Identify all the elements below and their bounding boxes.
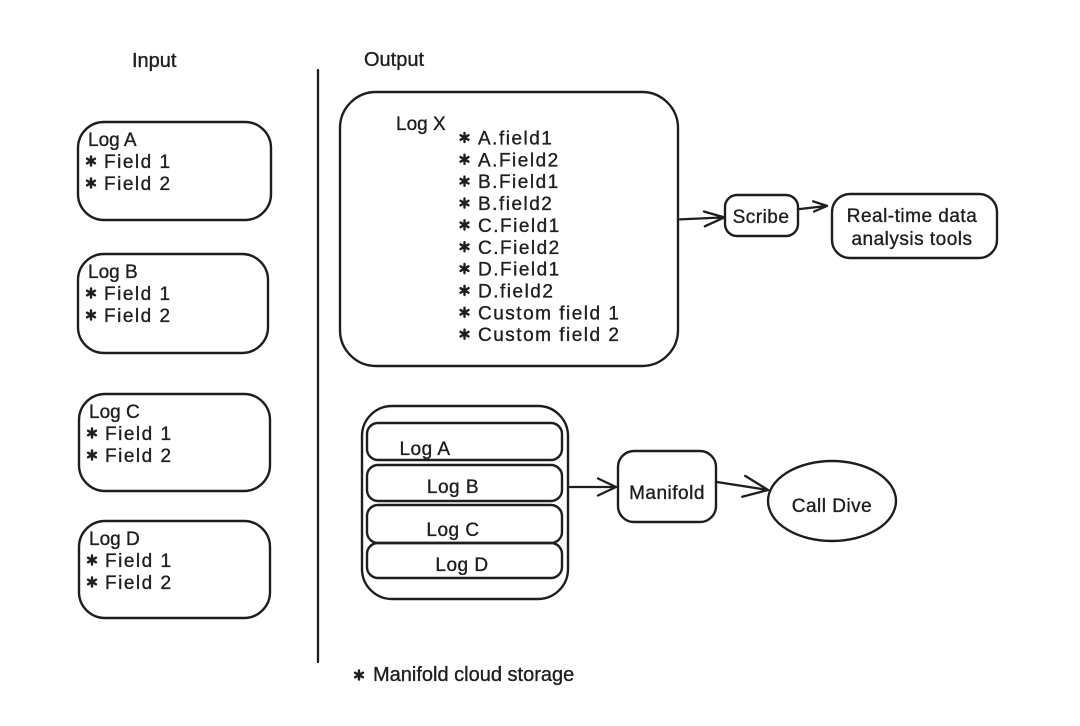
svg-text:Call Dive: Call Dive — [792, 496, 873, 517]
svg-text:D.field2: D.field2 — [478, 282, 554, 303]
svg-text:Real-time data: Real-time data — [847, 206, 978, 227]
svg-text:Log A: Log A — [88, 130, 137, 151]
svg-text:A.field1: A.field1 — [478, 129, 553, 150]
svg-text:Log B: Log B — [427, 477, 479, 498]
svg-text:B.Field1: B.Field1 — [478, 172, 560, 193]
svg-text:Field 2: Field 2 — [105, 446, 173, 467]
svg-text:Custom field 2: Custom field 2 — [478, 325, 620, 346]
svg-text:Scribe: Scribe — [733, 207, 790, 228]
svg-text:Field 2: Field 2 — [105, 573, 173, 594]
svg-text:A.Field2: A.Field2 — [478, 150, 560, 171]
svg-text:Log A: Log A — [399, 439, 450, 460]
svg-text:Manifold: Manifold — [629, 483, 705, 504]
svg-text:Log D: Log D — [435, 555, 488, 576]
svg-text:C.Field2: C.Field2 — [478, 238, 561, 259]
svg-text:Custom field 1: Custom field 1 — [478, 303, 620, 324]
svg-text:Field 1: Field 1 — [105, 551, 173, 572]
svg-text:Log D: Log D — [89, 529, 140, 550]
svg-text:Field 1: Field 1 — [104, 152, 172, 173]
svg-text:Field 2: Field 2 — [104, 174, 172, 195]
svg-text:Log X: Log X — [396, 114, 446, 135]
svg-text:Log C: Log C — [426, 520, 479, 541]
svg-text:B.field2: B.field2 — [478, 194, 553, 215]
svg-text:Field 1: Field 1 — [105, 424, 173, 445]
svg-text:analysis tools: analysis tools — [851, 229, 972, 250]
svg-text:Log B: Log B — [88, 262, 138, 283]
svg-text:C.Field1: C.Field1 — [478, 216, 561, 237]
svg-text:Input: Input — [132, 50, 177, 72]
svg-text:D.Field1: D.Field1 — [478, 260, 561, 281]
svg-text:Manifold cloud storage: Manifold cloud storage — [373, 664, 574, 686]
svg-text:Log C: Log C — [89, 402, 140, 423]
svg-text:Field 1: Field 1 — [104, 284, 172, 305]
svg-text:Output: Output — [364, 49, 424, 71]
svg-text:Field 2: Field 2 — [104, 306, 172, 327]
